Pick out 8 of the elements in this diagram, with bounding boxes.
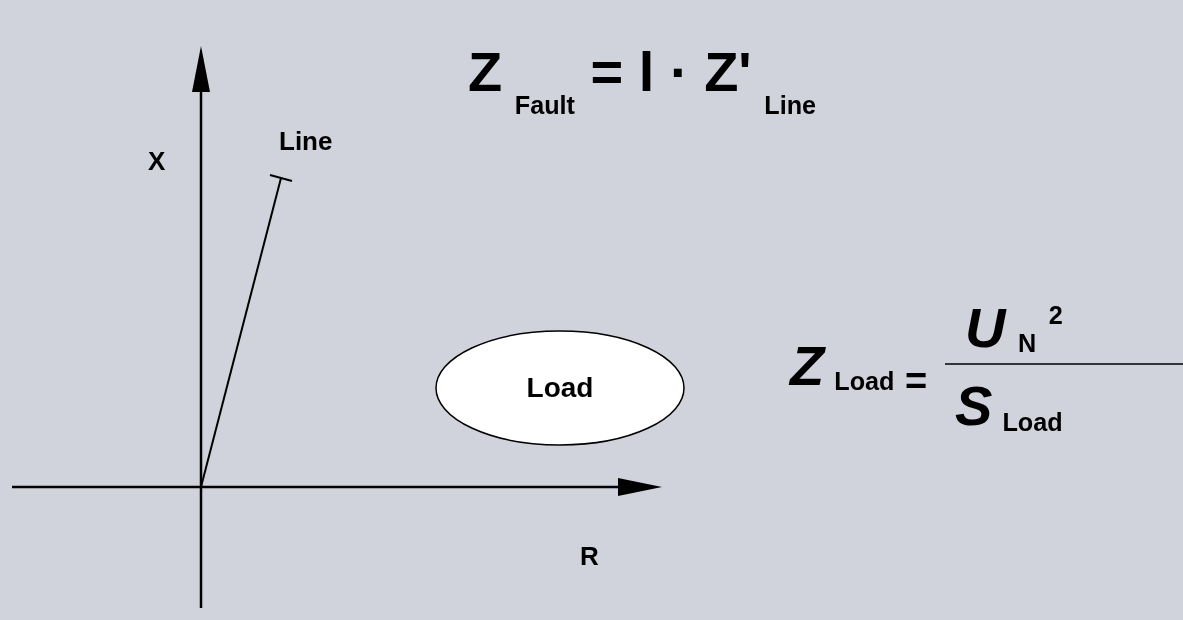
formula-equals: =	[905, 362, 928, 400]
axis-label: X	[148, 148, 166, 174]
node-label: Load	[526, 374, 594, 402]
formula-denominator: S$_{Load}$	[955, 378, 1063, 436]
fault-impedance-formula: Z$_{Fault}$ = l · Z'$_{Line}$	[468, 44, 817, 118]
axis-label: R	[580, 543, 599, 569]
vector-label: Line	[279, 128, 333, 154]
formula-term: Z$_{Load}$	[790, 338, 895, 395]
